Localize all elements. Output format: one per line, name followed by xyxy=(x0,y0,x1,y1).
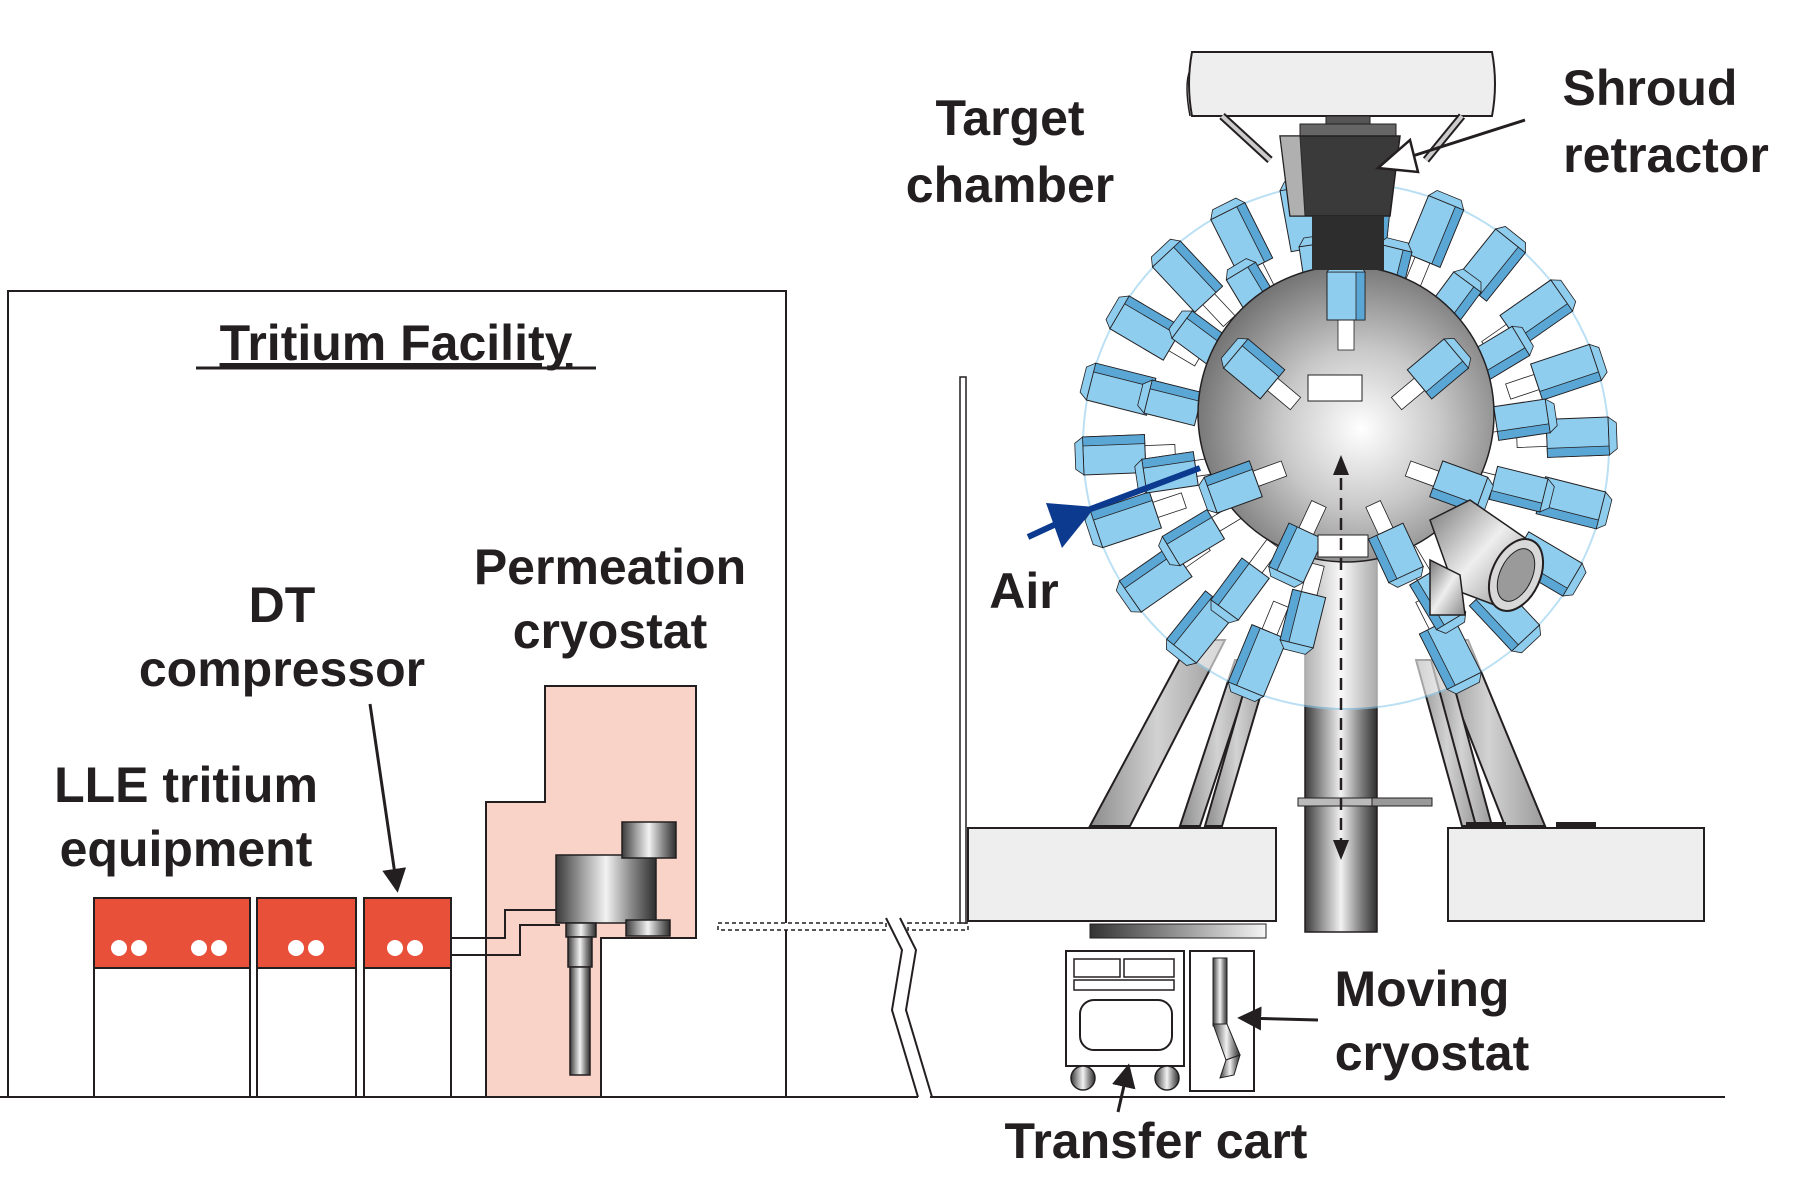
dt-label-line1: DT xyxy=(249,577,316,633)
beam-port xyxy=(1505,343,1608,401)
shroud-retractor xyxy=(1279,115,1401,270)
shroud-pointer-arrow xyxy=(1375,118,1526,174)
cryostat-travel-arrow xyxy=(1333,455,1349,860)
beam-port xyxy=(1084,491,1187,549)
beam-port xyxy=(1279,561,1327,655)
beam-port xyxy=(1326,263,1366,351)
shroud-label-line1: Shroud xyxy=(1563,60,1738,116)
air-label: Air xyxy=(989,563,1058,619)
beam-port xyxy=(1198,460,1288,514)
rail-track xyxy=(717,917,969,1098)
left-support-slab xyxy=(967,827,1277,922)
beam-ports-inner-ring xyxy=(1198,263,1494,588)
air-arrow xyxy=(1026,465,1202,548)
dt-pointer-arrow xyxy=(368,703,407,893)
permeation-cryostat-machine xyxy=(555,821,677,1076)
moving-pointer-arrow xyxy=(1237,1006,1319,1031)
lle-label-line1: LLE tritium xyxy=(54,757,318,813)
transfer-cart xyxy=(1065,923,1267,1091)
lle-tritium-equipment xyxy=(93,897,357,1098)
moving-label-line1: Moving xyxy=(1335,961,1510,1017)
beam-ports-outer-ring xyxy=(1074,174,1618,703)
diagnostic-duct xyxy=(1429,499,1545,616)
transfer-pipe xyxy=(451,909,560,939)
beam-port xyxy=(1390,337,1472,411)
beam-port xyxy=(1404,460,1494,514)
moving-label-line2: cryostat xyxy=(1335,1025,1530,1081)
beam-port xyxy=(1150,238,1236,328)
perm-label-line1: Permeation xyxy=(474,539,746,595)
beam-port xyxy=(1220,337,1302,411)
target-label-line2: chamber xyxy=(906,157,1114,213)
shield-wall xyxy=(959,376,967,924)
right-support-slab xyxy=(1447,827,1705,922)
transfer-cart-label: Transfer cart xyxy=(1005,1113,1308,1169)
beam-port xyxy=(1074,434,1176,476)
dt-label-line2: compressor xyxy=(139,641,425,697)
target-label-line1: Target xyxy=(935,90,1084,146)
transfer-cart-pointer-arrow xyxy=(1112,1063,1136,1113)
beam-port xyxy=(1227,600,1289,703)
beam-port xyxy=(1210,538,1281,624)
beam-port xyxy=(1365,500,1424,588)
lle-label-line2: equipment xyxy=(60,821,313,877)
overhead-support-beam xyxy=(1186,51,1496,163)
dt-compressor-unit xyxy=(363,897,452,1098)
shroud-label-line2: retractor xyxy=(1563,127,1769,183)
transfer-pipe-2 xyxy=(451,924,560,956)
perm-label-line2: cryostat xyxy=(513,603,708,659)
beam-port xyxy=(1268,500,1327,588)
beam-port xyxy=(1105,295,1204,367)
moving-cryostat xyxy=(1189,950,1255,1092)
tritium-facility-title: Tritium Facility xyxy=(220,315,573,371)
